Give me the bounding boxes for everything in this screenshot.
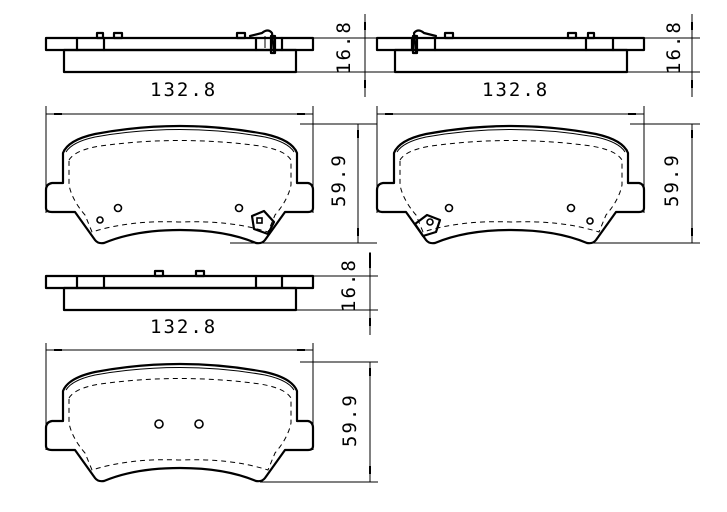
height-dimension-label: 59.9 xyxy=(339,393,361,447)
pad-b-face-view: 59.9 xyxy=(360,106,700,261)
pad-a-face-view: 59.9 xyxy=(44,106,368,245)
length-dimension-label: 132.8 xyxy=(482,79,549,101)
height-dimension-label: 59.9 xyxy=(661,153,683,207)
thickness-dimension-label: 16.8 xyxy=(338,258,360,312)
mounting-hole xyxy=(96,216,104,224)
length-dimension-label: 132.8 xyxy=(150,79,217,101)
mounting-hole xyxy=(113,203,123,213)
pad-c-face-view: 59.9 xyxy=(44,343,378,483)
length-dimension-label: 132.8 xyxy=(150,316,217,338)
thickness-dimension-label: 16.8 xyxy=(333,20,355,74)
wear-sensor-clip-icon xyxy=(248,29,277,55)
mounting-hole xyxy=(566,203,576,213)
mounting-hole xyxy=(194,419,204,429)
pad-c-side-view: 132.8 16.8 xyxy=(44,252,378,338)
wear-sensor-icon xyxy=(250,209,276,236)
pad-a-side-view: 132.8 16.8 xyxy=(44,14,378,101)
height-dimension-label: 59.9 xyxy=(328,153,350,207)
wear-sensor-icon xyxy=(413,213,442,238)
mounting-hole xyxy=(586,217,594,225)
mounting-hole xyxy=(154,419,164,429)
thickness-dimension-label: 16.8 xyxy=(663,20,685,74)
mounting-hole xyxy=(234,203,244,213)
pad-b-side-view: 132.8 16.8 xyxy=(360,14,700,101)
wear-sensor-clip-icon xyxy=(411,29,438,55)
mounting-hole xyxy=(444,203,454,213)
